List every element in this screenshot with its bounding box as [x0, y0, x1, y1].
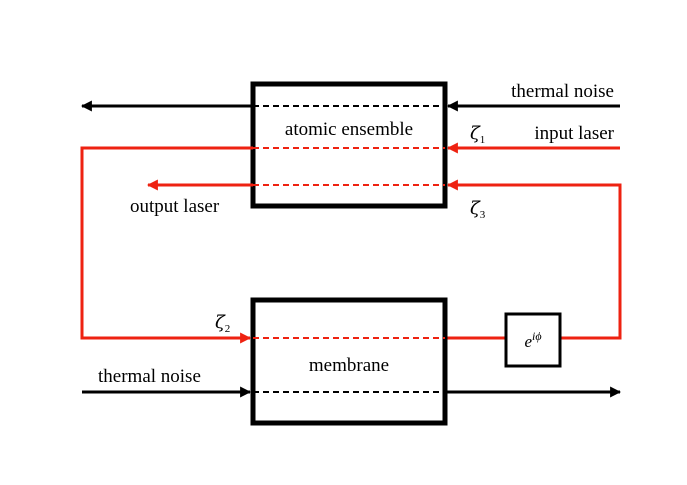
input-laser-label: input laser [534, 123, 614, 144]
atomic-ensemble-box [250, 81, 448, 209]
atomic-ensemble-label: atomic ensemble [285, 119, 413, 140]
zeta-1-label: ζ1 [470, 123, 485, 146]
thermal-noise-top-label: thermal noise [511, 81, 614, 102]
zeta-3-label: ζ3 [470, 198, 486, 221]
output-laser-label: output laser [130, 196, 220, 217]
membrane-box [250, 297, 448, 426]
phase-shifter-box [504, 312, 562, 368]
zeta-2-label: ζ2 [215, 312, 230, 335]
phase-shifter-label: eiϕ [524, 329, 541, 351]
laser-to-membrane-path [80, 146, 253, 344]
thermal-noise-bottom-label: thermal noise [98, 366, 201, 387]
phase-feedback-path [446, 179, 622, 340]
membrane-label: membrane [309, 355, 389, 376]
